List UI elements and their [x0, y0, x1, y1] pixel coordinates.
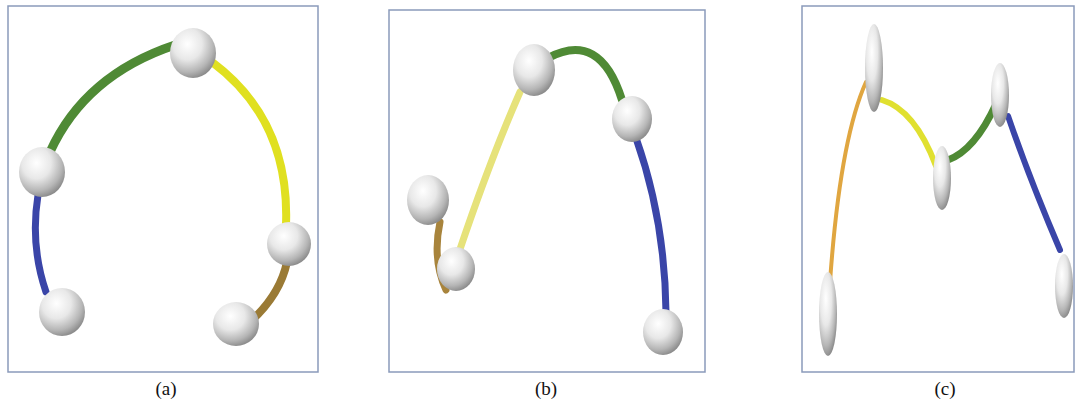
bead	[865, 24, 883, 112]
bead	[1055, 254, 1073, 318]
panel-frame	[8, 6, 318, 372]
tubes	[35, 45, 1060, 322]
bead	[612, 96, 652, 142]
panel-frame	[802, 6, 1074, 372]
bead	[933, 146, 951, 210]
panel-label: (a)	[155, 378, 176, 400]
panel-label: (c)	[934, 378, 955, 400]
beads	[19, 24, 1073, 356]
bead	[991, 63, 1009, 127]
bead	[643, 309, 683, 355]
bead	[513, 44, 555, 96]
bead	[407, 175, 449, 225]
bead	[267, 222, 311, 266]
tube	[548, 50, 622, 100]
bead	[170, 28, 216, 78]
tube	[50, 45, 175, 152]
tube	[636, 138, 666, 312]
tube	[830, 82, 866, 282]
bead	[819, 272, 837, 356]
tube	[882, 100, 936, 166]
tube	[1008, 116, 1060, 250]
tube	[458, 92, 520, 255]
panel-frame	[389, 10, 705, 372]
tube	[212, 62, 286, 225]
panel-label: (b)	[535, 378, 557, 400]
tube	[948, 104, 996, 160]
bead	[213, 302, 259, 346]
bead	[19, 147, 65, 197]
tube	[35, 195, 46, 292]
bead	[39, 288, 85, 336]
bead	[437, 247, 475, 291]
